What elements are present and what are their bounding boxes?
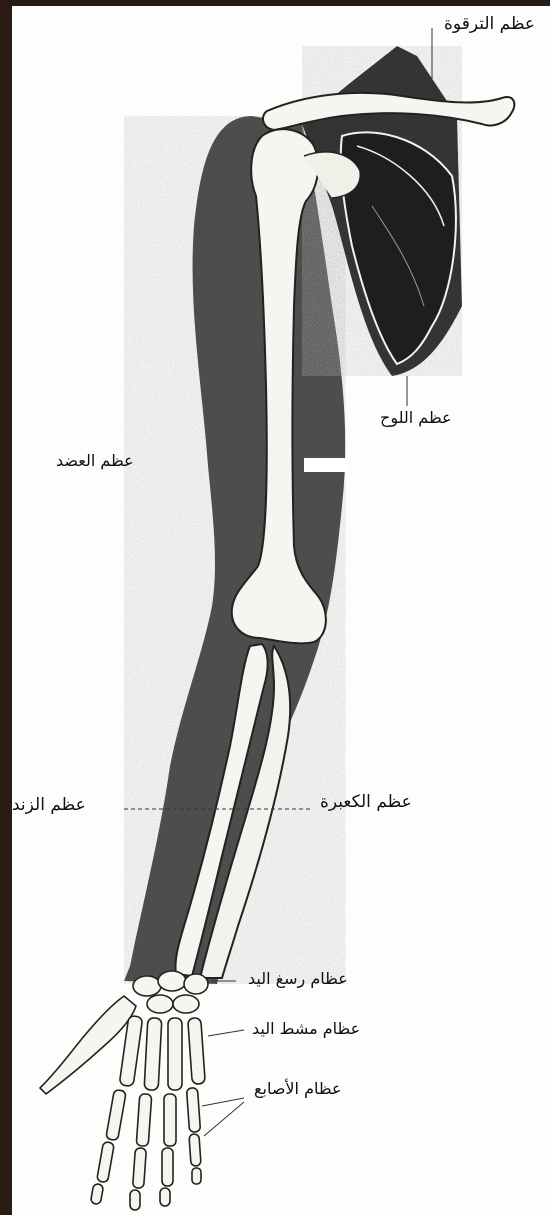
hand-bones xyxy=(40,971,208,1210)
label-phalanges: عظام الأصابع xyxy=(254,1081,342,1097)
label-scapula: عظم اللوح xyxy=(380,410,452,426)
label-metacarpals: عظام مشط اليد xyxy=(252,1021,360,1037)
label-humerus: عظم العضد xyxy=(56,453,134,469)
label-radius: عظم الكعبرة xyxy=(320,794,412,811)
label-clavicle: عظم الترقوة xyxy=(444,16,535,33)
diagram-canvas: عظم الترقوة عظم اللوح عظم العضد عظم الزن… xyxy=(12,6,550,1215)
label-ulna: عظم الزند xyxy=(12,797,86,814)
label-carpals: عظام رسغ اليد xyxy=(248,971,348,987)
